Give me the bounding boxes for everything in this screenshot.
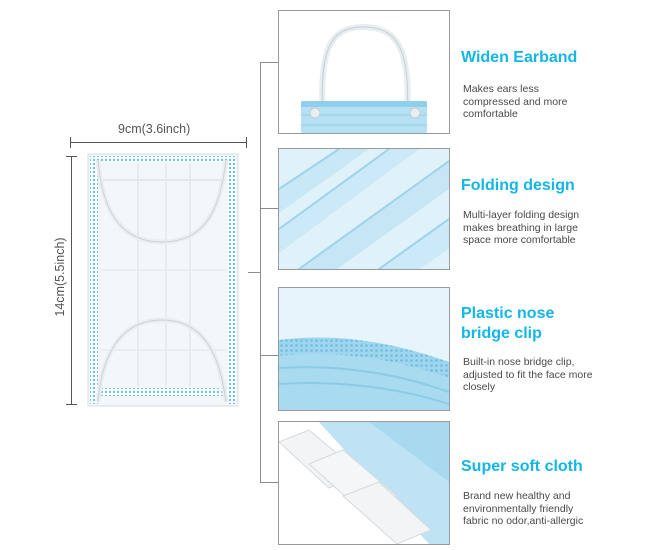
mask-front-image — [80, 150, 248, 412]
feature-desc-folding: Multi-layer folding design makes breathi… — [463, 209, 580, 246]
width-label: 9cm(3.6inch) — [118, 122, 191, 136]
feature-desc-soft-cloth: Brand new healthy and environmentally fr… — [463, 490, 584, 527]
nose-clip-image-panel — [278, 287, 450, 411]
width-dimension-tick-left — [70, 137, 71, 148]
connector-branch-4 — [260, 482, 278, 483]
soft-cloth-image-panel — [278, 421, 450, 545]
earband-image-panel — [278, 10, 450, 134]
feature-title-folding: Folding design — [461, 177, 575, 194]
width-dimension-tick-right — [246, 137, 247, 148]
connector-branch-2 — [260, 208, 278, 209]
height-dimension-line — [71, 156, 72, 404]
feature-desc-earband: Makes ears less compressed and more comf… — [463, 83, 568, 120]
feature-desc-nose-clip: Built-in nose bridge clip, adjusted to f… — [463, 356, 593, 393]
feature-title-soft-cloth: Super soft cloth — [461, 458, 583, 475]
feature-title-nose-clip: Plastic nose bridge clip — [461, 305, 555, 342]
height-label: 14cm(5.5inch) — [53, 237, 67, 317]
connector-trunk-lower — [260, 272, 261, 482]
height-dimension: 14cm(5.5inch) — [53, 150, 79, 410]
connector-branch-3 — [260, 355, 278, 356]
folding-image-panel — [278, 148, 450, 270]
width-dimension: 9cm(3.6inch) — [66, 118, 250, 148]
connector-branch-1 — [260, 62, 278, 63]
connector-branch-mask — [248, 272, 261, 273]
width-dimension-line — [70, 142, 246, 143]
connector-trunk — [260, 62, 261, 272]
height-dimension-tick-bottom — [66, 404, 77, 405]
height-dimension-tick-top — [66, 156, 77, 157]
feature-title-earband: Widen Earband — [461, 49, 578, 66]
